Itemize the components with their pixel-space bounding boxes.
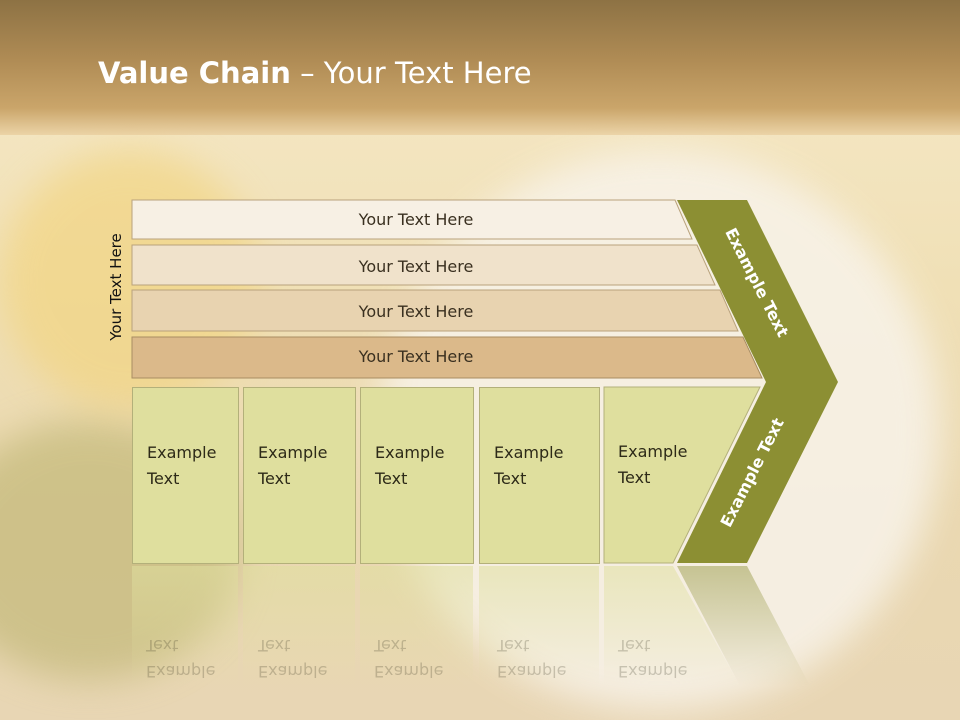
box-reflection-3 bbox=[360, 566, 473, 686]
box-3-line2: Text bbox=[375, 469, 408, 488]
box-3-line1: Example bbox=[375, 443, 445, 462]
bar-label-4: Your Text Here bbox=[358, 347, 474, 366]
bar-shape-2 bbox=[131, 244, 716, 286]
title-rest: – Your Text Here bbox=[290, 56, 532, 90]
box-2-line2: Text bbox=[258, 469, 291, 488]
title-bold: Value Chain bbox=[98, 56, 291, 90]
bar-shape-1 bbox=[131, 199, 693, 240]
chevron-reflection bbox=[677, 566, 810, 686]
bar-shape-3 bbox=[131, 289, 739, 332]
box-reflection-4 bbox=[479, 566, 599, 686]
bar-label-3: Your Text Here bbox=[358, 302, 474, 321]
box-shape-5 bbox=[603, 386, 761, 564]
page-title: Value Chain – Your Text Here bbox=[98, 56, 532, 90]
box-4-line2: Text bbox=[494, 469, 527, 488]
box-4-line1: Example bbox=[494, 443, 564, 462]
box-5-line2: Text bbox=[618, 468, 651, 487]
header-band bbox=[0, 0, 960, 135]
box-5-line1: Example bbox=[618, 442, 688, 461]
chevron-arrow bbox=[677, 200, 838, 563]
box-reflection-1 bbox=[132, 566, 238, 686]
box-1-line1: Example bbox=[147, 443, 217, 462]
box-reflection-5 bbox=[604, 566, 740, 686]
box-1-line2: Text bbox=[147, 469, 180, 488]
bar-label-2: Your Text Here bbox=[358, 257, 474, 276]
bar-shape-4 bbox=[131, 336, 763, 379]
bar-label-1: Your Text Here bbox=[358, 210, 474, 229]
box-reflection-2 bbox=[243, 566, 355, 686]
box-2-line1: Example bbox=[258, 443, 328, 462]
